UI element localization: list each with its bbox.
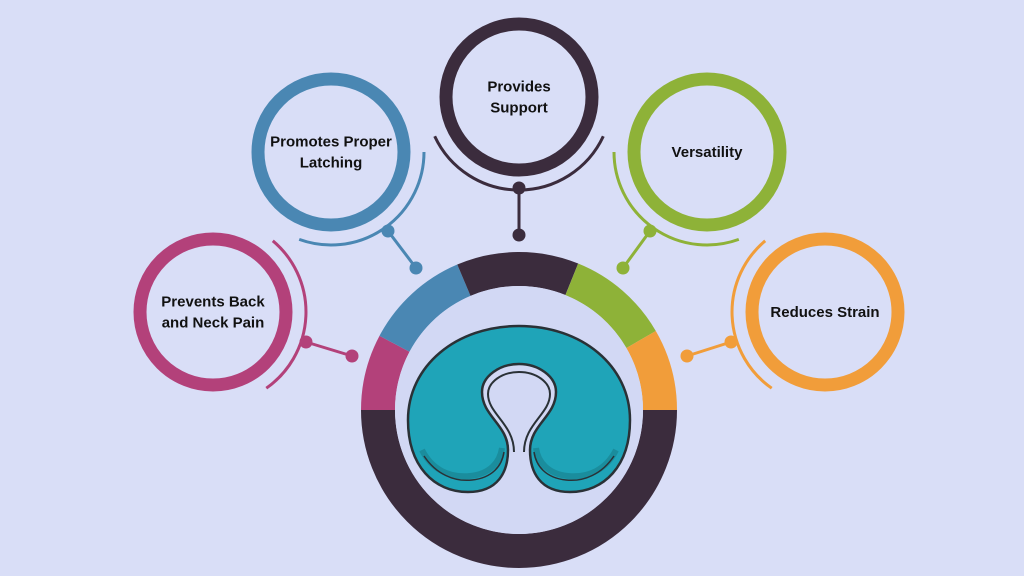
node-label-line: Support [490, 100, 548, 117]
ring-segment-orange [626, 331, 677, 411]
node-connector [686, 340, 732, 358]
pillow-shade-left-line [423, 451, 505, 482]
node-dot-inner [381, 224, 395, 238]
node-connector [621, 230, 652, 269]
ring-segment-green [564, 263, 656, 349]
node-label-line: Prevents Back [161, 294, 265, 311]
travel-neck-pillow-icon [406, 324, 632, 494]
node-ring [133, 232, 293, 392]
node-label-line: Provides [487, 79, 550, 96]
node-label: Versatility [672, 144, 744, 161]
node-dot-inner [299, 335, 313, 349]
node-label-line: Latching [300, 155, 363, 172]
node-dot-outer [616, 261, 630, 275]
node-connector [386, 230, 418, 269]
node-dot-outer [409, 261, 423, 275]
node-connector [305, 340, 353, 358]
node-dot-inner [724, 335, 738, 349]
ring-segment-magenta [361, 335, 410, 411]
ring-segment-blue [379, 264, 471, 353]
pillow-shade-right-line [533, 451, 615, 482]
node-versatility: Versatility [612, 72, 787, 275]
node-ring [627, 72, 787, 232]
node-label-line: Versatility [672, 144, 744, 161]
node-dot-outer [345, 349, 359, 363]
node-dot-outer [512, 228, 526, 242]
node-label-line: and Neck Pain [162, 315, 265, 332]
pillow-inner-ridge [518, 371, 552, 453]
node-dot-outer [680, 349, 694, 363]
node-ring [745, 232, 905, 392]
pillow-inner-ridge-left [486, 371, 520, 453]
node-prevents-back-neck-pain: Prevents Back and Neck Pain [133, 232, 359, 392]
node-dot-inner [643, 224, 657, 238]
node-label: Reduces Strain [770, 304, 879, 321]
node-reduces-strain: Reduces Strain [680, 232, 905, 392]
node-arc [265, 239, 308, 390]
node-ring [251, 72, 411, 232]
pillow-shade-right [533, 447, 619, 480]
center-ring [361, 252, 677, 568]
node-arc [730, 239, 773, 390]
node-ring [439, 17, 599, 177]
ring-segment-top [457, 252, 579, 297]
ring-segment-dark [361, 409, 677, 568]
node-label-line: Promotes Proper [270, 134, 392, 151]
node-label: Prevents Back and Neck Pain [161, 294, 265, 332]
pillow-shade-left [419, 447, 505, 480]
node-label-line: Reduces Strain [770, 304, 879, 321]
node-dot-inner [512, 181, 526, 195]
pillow-body [406, 324, 632, 494]
